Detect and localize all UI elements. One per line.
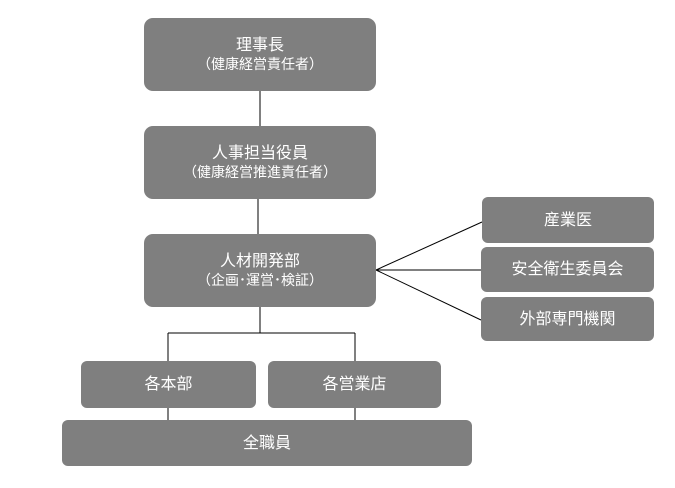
- node-hq: 各本部: [81, 361, 256, 408]
- node-safety-committee: 安全衛生委員会: [481, 247, 654, 292]
- node-all-staff: 全職員: [62, 420, 472, 466]
- node-subtitle: （企画･運営･検証）: [197, 272, 323, 289]
- node-hr-dev: 人材開発部 （企画･運営･検証）: [144, 234, 376, 307]
- node-title: 各営業店: [322, 374, 387, 394]
- node-title: 産業医: [543, 209, 592, 229]
- node-doctor: 産業医: [482, 197, 654, 243]
- node-external: 外部専門機関: [481, 297, 654, 341]
- node-branches: 各営業店: [268, 361, 441, 408]
- node-subtitle: （健康経営責任者）: [197, 56, 323, 73]
- node-subtitle: （健康経営推進責任者）: [183, 164, 337, 181]
- connector-to-doctor: [375, 221, 483, 271]
- node-title: 外部専門機関: [519, 308, 616, 328]
- node-title: 全職員: [242, 432, 291, 452]
- connector-to-external: [375, 269, 482, 321]
- node-title: 安全衛生委員会: [511, 259, 624, 279]
- node-hr-officer: 人事担当役員 （健康経営推進責任者）: [144, 126, 376, 199]
- node-title: 各本部: [144, 374, 193, 394]
- node-chairman: 理事長 （健康経営責任者）: [144, 18, 376, 91]
- node-title: 理事長: [235, 35, 284, 54]
- node-title: 人事担当役員: [211, 143, 308, 162]
- node-title: 人材開発部: [219, 251, 300, 270]
